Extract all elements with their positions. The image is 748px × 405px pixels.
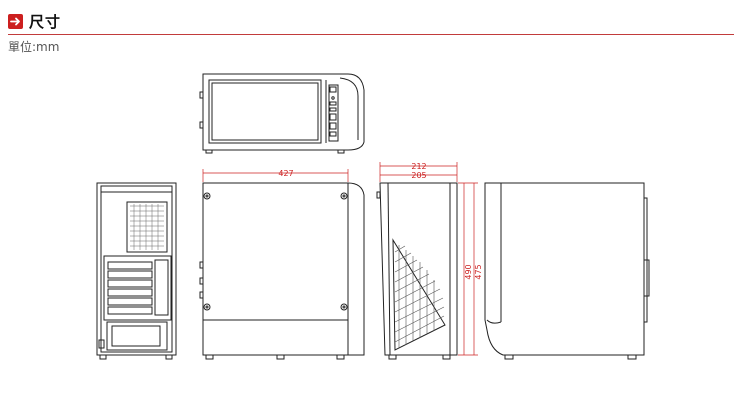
other-side-view — [484, 182, 650, 360]
section-title: 尺寸 — [29, 12, 62, 31]
width-outer-label: 212 — [411, 162, 426, 171]
front-view — [376, 182, 458, 360]
back-view — [96, 182, 177, 360]
unit-label: 單位:mm — [8, 40, 60, 54]
top-view — [199, 73, 365, 154]
dimension-length: 427 — [202, 169, 349, 182]
width-inner-label: 205 — [411, 171, 426, 180]
height-inner-label: 475 — [474, 264, 483, 279]
header-divider — [8, 34, 734, 35]
height-outer-label: 490 — [464, 264, 473, 279]
dimension-width: 212 205 — [379, 162, 458, 182]
length-label: 427 — [278, 169, 293, 178]
arrow-right-icon — [8, 13, 23, 29]
section-header: 尺寸 — [8, 10, 61, 32]
dimension-height: 490 475 — [458, 182, 483, 356]
side-view — [199, 182, 365, 360]
